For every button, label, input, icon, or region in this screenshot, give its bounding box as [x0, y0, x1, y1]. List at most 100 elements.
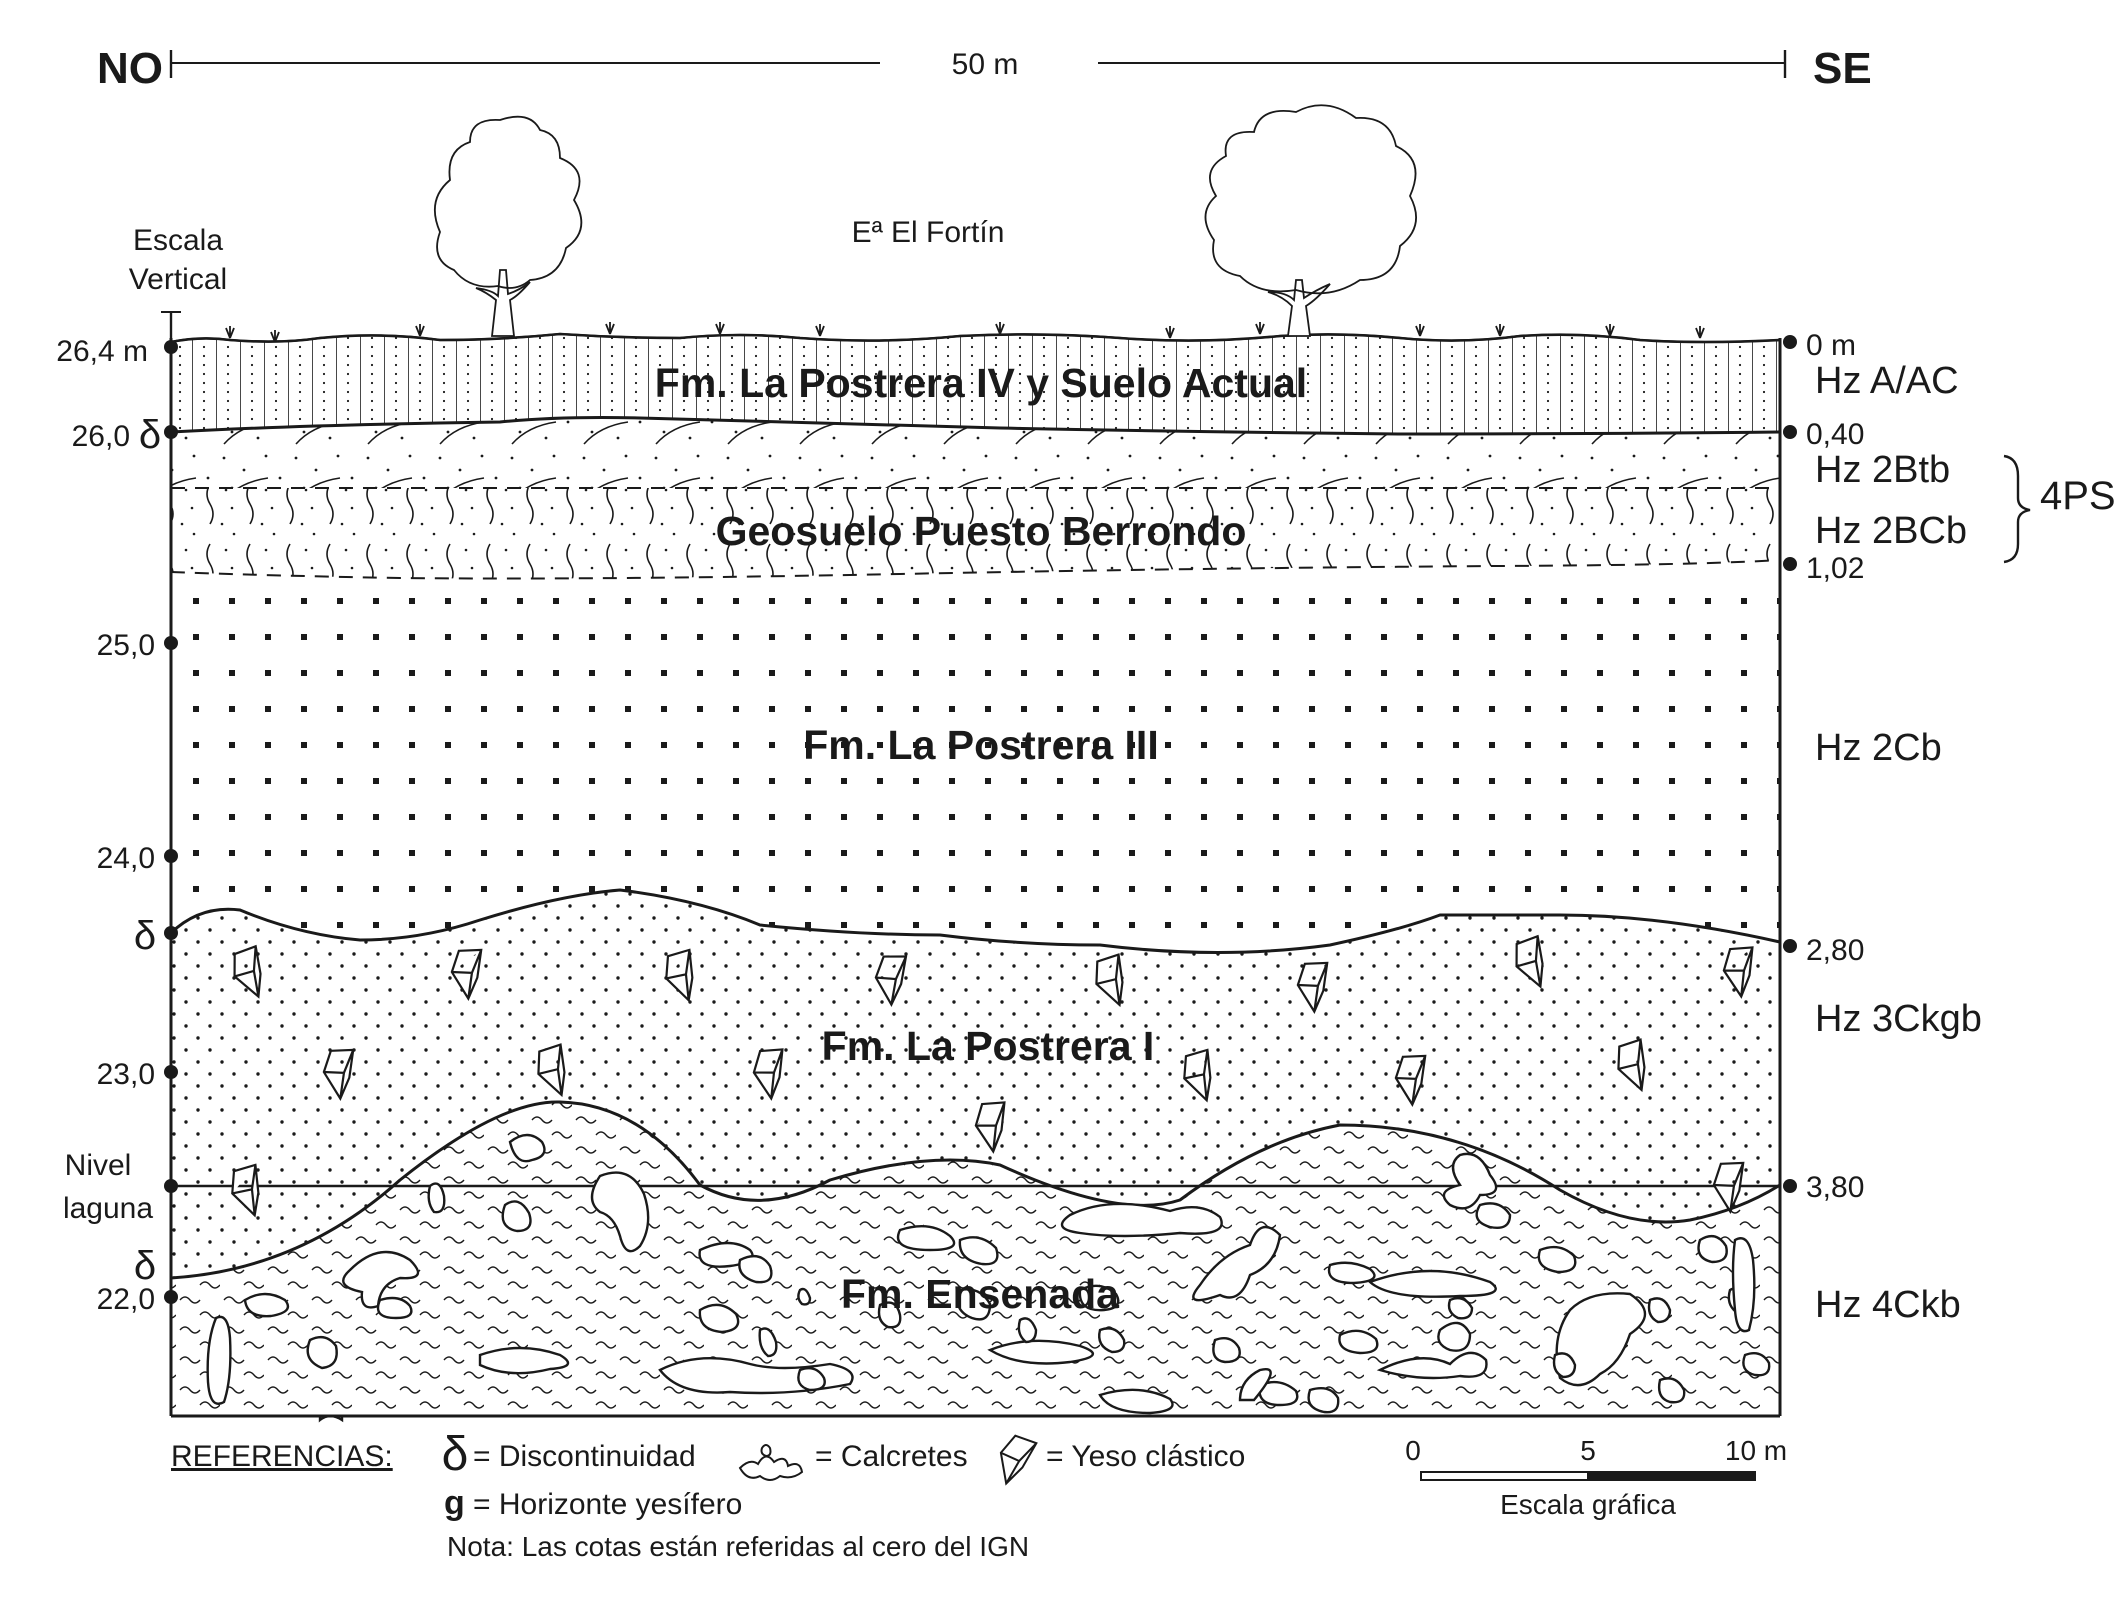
gypsum-crystal-icon: [752, 1048, 784, 1101]
calcrete-nodule-icon: [1376, 1351, 1488, 1380]
grass-tuft-icon: [815, 324, 825, 337]
calcrete-nodule-icon: [738, 1254, 773, 1284]
paleosol-brace: [2003, 454, 2031, 564]
calcrete-nodule-icon: [1731, 1237, 1756, 1333]
gypsum-crystal-icon: [1394, 1054, 1427, 1107]
legend-note: Nota: Las cotas están referidas al cero …: [447, 1531, 1029, 1562]
grass-tuft-icon: [1495, 324, 1505, 337]
gypsum-crystal-icon: [1722, 946, 1754, 999]
calcrete-nodule-icon: [1098, 1388, 1174, 1415]
gypsum-crystal-icon: [1095, 953, 1124, 1008]
gypsum-crystal-icon: [233, 944, 262, 999]
gypsum-crystal-icon: [1183, 1048, 1212, 1103]
grass-tufts: [225, 322, 1705, 343]
depth-3-80: 3,80: [1806, 1171, 1864, 1204]
calcrete-nodule-icon: [1742, 1352, 1771, 1377]
calcrete-nodule-icon: [797, 1287, 812, 1306]
gypsum-crystal-icon: [450, 948, 483, 1001]
unit-postrera-3: Fm. La Postrera III: [803, 722, 1158, 768]
depth-2-80: 2,80: [1806, 934, 1864, 967]
elevation-23-0: 23,0: [97, 1058, 155, 1091]
calcrete-nodule-icon: [501, 1200, 532, 1233]
vertical-scale-title-1: Escala: [133, 224, 223, 257]
grass-tuft-icon: [225, 326, 235, 339]
discontinuity-symbol-2: δ: [134, 914, 156, 958]
calcrete-nodule-icon: [1338, 1329, 1379, 1355]
gypsum-crystal-icon: [665, 948, 694, 1003]
depth-0: 0 m: [1806, 329, 1856, 362]
calcrete-nodule-icon: [1327, 1261, 1376, 1285]
gypsum-crystal-icon: [999, 1434, 1038, 1486]
grass-tuft-icon: [1165, 326, 1175, 339]
gypsum-crystals: [231, 934, 1754, 1218]
graphic-scale-bar-white: [1420, 1471, 1589, 1481]
gypsum-crystal-icon: [1712, 1161, 1745, 1214]
grass-tuft-icon: [1605, 324, 1615, 337]
legend-discontinuity: = Discontinuidad: [473, 1440, 696, 1473]
calcrete-nodule-icon: [896, 1224, 956, 1252]
tree-icon: [1204, 104, 1417, 337]
horizon-a-ac: Hz A/AC: [1815, 360, 1959, 402]
gypsum-crystal-icon: [1296, 961, 1329, 1014]
elevation-24-0: 24,0: [97, 842, 155, 875]
layer-postrera-1: [171, 890, 1780, 1278]
calcrete-nodule-icon: [738, 1444, 804, 1481]
calcrete-nodule-icon: [956, 1288, 992, 1321]
calcrete-nodule-icon: [206, 1315, 232, 1405]
left-markers: [164, 340, 178, 1304]
calcretes: [206, 1133, 1771, 1423]
calcrete-nodule-icon: [1307, 1387, 1340, 1414]
calcrete-nodule-icon: [1537, 1245, 1577, 1274]
calcrete-nodule-icon: [1060, 1202, 1223, 1238]
calcrete-nodule-icon: [1078, 1284, 1120, 1312]
gypsum-crystal-icon: [1515, 934, 1544, 989]
calcrete-nodule-icon: [306, 1335, 338, 1370]
graphic-scale-10: 10 m: [1725, 1435, 1787, 1466]
layer-postrera-3: [171, 568, 1780, 953]
calcrete-nodule-icon: [797, 1367, 826, 1392]
calcrete-nodule-icon: [1697, 1234, 1728, 1264]
unit-ensenada: Fm. Ensenada: [841, 1271, 1120, 1317]
calcrete-nodule-icon: [1017, 1317, 1038, 1344]
grass-tuft-icon: [1415, 324, 1425, 337]
grass-tuft-icon: [1255, 322, 1265, 335]
discontinuity-symbol-3: δ: [134, 1244, 156, 1288]
legend-calcretes: = Calcretes: [815, 1440, 968, 1473]
calcrete-nodule-icon: [376, 1296, 413, 1320]
gypsum-crystal-icon: [231, 1163, 260, 1218]
horizon-4ckb: Hz 4Ckb: [1815, 1284, 1961, 1326]
legend-gypsiferous-horizon: = Horizonte yesífero: [473, 1488, 742, 1521]
graphic-scale-bar-black: [1587, 1471, 1756, 1481]
calcrete-nodule-icon: [1475, 1202, 1512, 1229]
horizon-2cb: Hz 2Cb: [1815, 727, 1942, 769]
calcrete-nodule-icon: [877, 1301, 902, 1329]
tree-icon: [433, 115, 583, 337]
calcrete-nodule-icon: [243, 1292, 290, 1318]
paleosol-group-label: 4PS: [2040, 474, 2116, 518]
horizon-2bcb: Hz 2BCb: [1815, 510, 1967, 552]
unit-postrera-4: Fm. La Postrera IV y Suelo Actual: [655, 360, 1307, 406]
graphic-scale-5: 5: [1580, 1435, 1596, 1466]
legend-title: REFERENCIAS:: [171, 1440, 393, 1473]
calcrete-nodule-icon: [342, 1250, 420, 1309]
site-name: Eª El Fortín: [852, 216, 1005, 249]
elevation-26-0: 26,0: [72, 420, 130, 453]
grass-tuft-icon: [715, 322, 725, 335]
elevation-26-4: 26,4 m: [56, 335, 148, 368]
calcrete-nodule-icon: [758, 1327, 778, 1358]
grass-tuft-icon: [995, 322, 1005, 335]
graphic-scale-0: 0: [1405, 1435, 1421, 1466]
graphic-scale-caption: Escala gráfica: [1500, 1489, 1676, 1520]
layer-2bcb: [171, 488, 1780, 579]
gypsum-crystal-icon: [322, 1048, 355, 1101]
right-markers: [1783, 335, 1797, 1193]
depth-1-02: 1,02: [1806, 552, 1864, 585]
unit-puesto-berrondo: Geosuelo Puesto Berrondo: [716, 508, 1247, 554]
elevation-22-0: 22,0: [97, 1283, 155, 1316]
discontinuity-symbol-1: δ: [139, 413, 161, 457]
gypsum-crystal-icon: [1617, 1038, 1646, 1093]
horizontal-scale-label: 50 m: [952, 48, 1019, 81]
calcrete-nodule-icon: [1212, 1337, 1241, 1364]
calcrete-nodule-icon: [1192, 1225, 1282, 1302]
